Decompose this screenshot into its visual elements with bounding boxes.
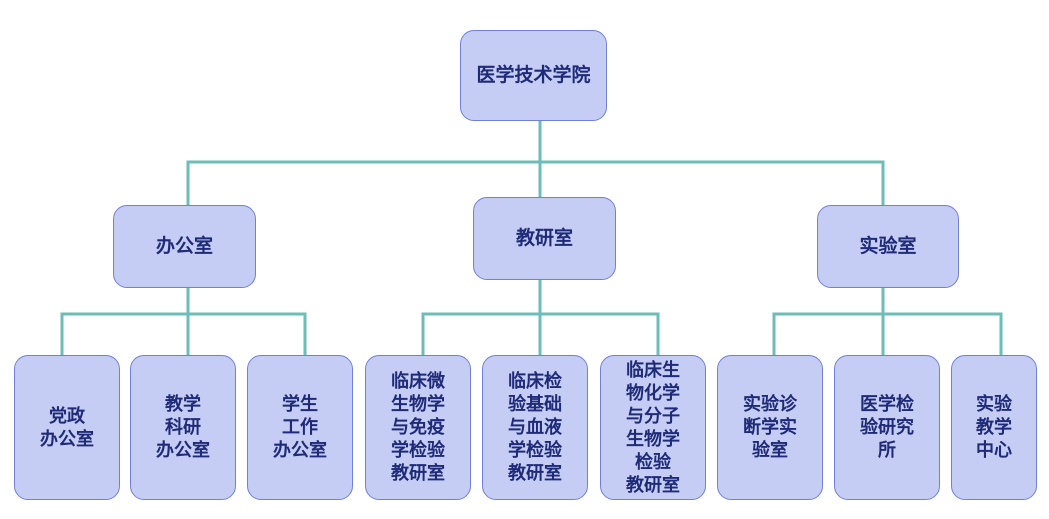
node-label: 临床生 物化学 与分子 生物学 检验 教研室 <box>626 359 680 496</box>
node-office: 办公室 <box>113 205 256 288</box>
node-label: 党政 办公室 <box>40 405 94 450</box>
node-root: 医学技术学院 <box>460 30 607 121</box>
node-biochemistry-molecular: 临床生 物化学 与分子 生物学 检验 教研室 <box>600 355 706 500</box>
node-microbiology-immunology: 临床微 生物学 与免疫 学检验 教研室 <box>365 355 471 500</box>
node-label: 教学 科研 办公室 <box>156 394 210 461</box>
node-diagnostics-lab: 实验诊 断学实 验室 <box>717 355 823 500</box>
node-party-office: 党政 办公室 <box>14 355 120 500</box>
node-label: 办公室 <box>155 235 213 257</box>
node-label: 临床检 验基础 与血液 学检验 教研室 <box>508 371 562 484</box>
node-teaching-research-office: 教学 科研 办公室 <box>130 355 236 500</box>
node-student-affairs-office: 学生 工作 办公室 <box>247 355 353 500</box>
node-label: 实验 教学 中心 <box>976 394 1012 461</box>
node-label: 教研室 <box>515 227 573 249</box>
node-label: 医学检 验研究 所 <box>860 394 914 461</box>
node-medical-testing-institute: 医学检 验研究 所 <box>834 355 940 500</box>
node-label: 学生 工作 办公室 <box>273 394 327 461</box>
node-label: 临床微 生物学 与免疫 学检验 教研室 <box>391 371 445 484</box>
node-laboratory: 实验室 <box>817 205 959 288</box>
node-experimental-teaching-center: 实验 教学 中心 <box>951 355 1037 500</box>
node-label: 医学技术学院 <box>476 64 591 86</box>
node-label: 实验室 <box>859 235 917 257</box>
node-teaching-research: 教研室 <box>473 197 616 280</box>
node-label: 实验诊 断学实 验室 <box>743 394 797 461</box>
node-clinical-basics-hematology: 临床检 验基础 与血液 学检验 教研室 <box>482 355 588 500</box>
